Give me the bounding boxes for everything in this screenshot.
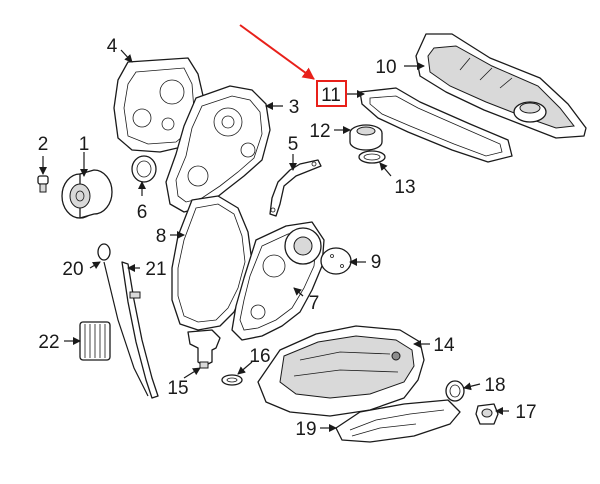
highlight-callout-11 bbox=[239, 24, 347, 107]
part-8-gasket bbox=[171, 195, 253, 331]
callout-2: 2 bbox=[38, 134, 49, 155]
callout-7: 7 bbox=[309, 293, 320, 314]
callout-14: 14 bbox=[433, 335, 455, 356]
callout-22: 22 bbox=[38, 332, 59, 353]
callout-19: 19 bbox=[295, 419, 316, 440]
callout-13: 13 bbox=[394, 177, 415, 198]
callout-10: 10 bbox=[375, 57, 396, 78]
callout-9: 9 bbox=[371, 252, 382, 273]
callout-labels: 1 2 3 4 5 6 7 8 9 10 11 12 13 14 15 16 1… bbox=[38, 36, 537, 440]
part-16-washer bbox=[221, 374, 243, 386]
part-7-front-cover bbox=[231, 221, 325, 341]
part-15-sensor bbox=[187, 329, 221, 369]
callout-8: 8 bbox=[156, 226, 167, 247]
leader-lines bbox=[39, 49, 509, 432]
part-21-dipstick-tube bbox=[121, 261, 159, 399]
part-6-seal bbox=[131, 155, 157, 183]
callout-21: 21 bbox=[145, 259, 166, 280]
part-1-damper bbox=[61, 169, 113, 219]
callout-16: 16 bbox=[249, 346, 270, 367]
highlight-arrow bbox=[239, 24, 315, 80]
callout-4: 4 bbox=[107, 36, 118, 57]
callout-1: 1 bbox=[79, 134, 90, 155]
part-11-valve-cover-gasket bbox=[359, 87, 513, 163]
part-10-valve-cover bbox=[415, 33, 587, 139]
callout-15: 15 bbox=[167, 378, 188, 399]
callout-12: 12 bbox=[309, 121, 330, 142]
part-14-oil-pan bbox=[257, 325, 425, 417]
part-2-bolt bbox=[37, 175, 49, 193]
part-20-ring bbox=[97, 243, 149, 397]
highlight-box bbox=[316, 80, 347, 107]
part-9-gasket-disc bbox=[320, 247, 352, 275]
part-19-baffle bbox=[335, 399, 461, 443]
part-3-timing-cover bbox=[165, 85, 271, 213]
callout-6: 6 bbox=[137, 202, 148, 223]
part-18-seal-ring bbox=[445, 380, 465, 402]
part-13-o-ring bbox=[358, 150, 386, 164]
part-12-oil-cap bbox=[349, 124, 383, 151]
part-4-cover-gasket bbox=[113, 57, 205, 153]
callout-20: 20 bbox=[62, 259, 83, 280]
callout-18: 18 bbox=[484, 375, 505, 396]
callout-3: 3 bbox=[289, 97, 300, 118]
part-22-oil-filter bbox=[79, 321, 111, 361]
callout-11: 11 bbox=[321, 85, 341, 106]
part-5-bracket bbox=[269, 159, 322, 217]
callout-17: 17 bbox=[515, 402, 536, 423]
callout-5: 5 bbox=[288, 134, 299, 155]
part-17-drain-plug bbox=[475, 403, 499, 425]
